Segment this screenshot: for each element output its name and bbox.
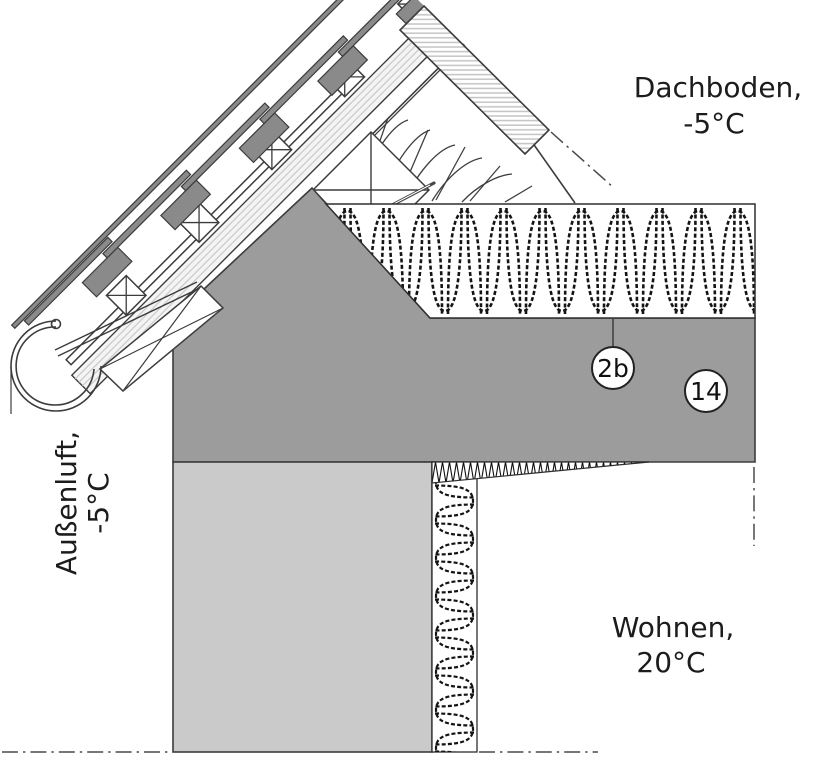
outside-label-line2: -5°C xyxy=(82,472,115,533)
roof-top-cut-board xyxy=(398,4,551,156)
attic-label-line1: Dachboden, xyxy=(634,71,802,104)
roof-axis-dashdot xyxy=(550,131,615,189)
section-boundaries xyxy=(2,467,755,753)
marker-label-14: 14 xyxy=(690,377,722,406)
tile-outer-edge xyxy=(10,0,440,330)
region-labels: Dachboden, -5°C Außenluft, -5°C Wohnen, … xyxy=(50,71,802,679)
roof-tiles xyxy=(10,0,447,330)
living-label-line1: Wohnen, xyxy=(612,611,735,644)
masonry-wall xyxy=(172,461,433,753)
markers: 2b 14 xyxy=(591,319,728,413)
marker-label-2b: 2b xyxy=(597,354,629,383)
marker-circle-2b xyxy=(591,346,635,390)
roof-assembly xyxy=(10,0,552,395)
eaves-detail xyxy=(10,281,225,414)
living-label-line2: 20°C xyxy=(636,646,705,679)
marker-circle-14 xyxy=(684,369,728,413)
ceiling-insulation xyxy=(324,203,756,319)
gutter xyxy=(10,318,102,414)
wedge-insulation xyxy=(431,461,650,484)
wall-insulation-strip xyxy=(431,461,478,753)
attic-label-line2: -5°C xyxy=(683,107,744,140)
outside-label-line1: Außenluft, xyxy=(50,431,83,575)
rafter-tail xyxy=(98,284,225,393)
